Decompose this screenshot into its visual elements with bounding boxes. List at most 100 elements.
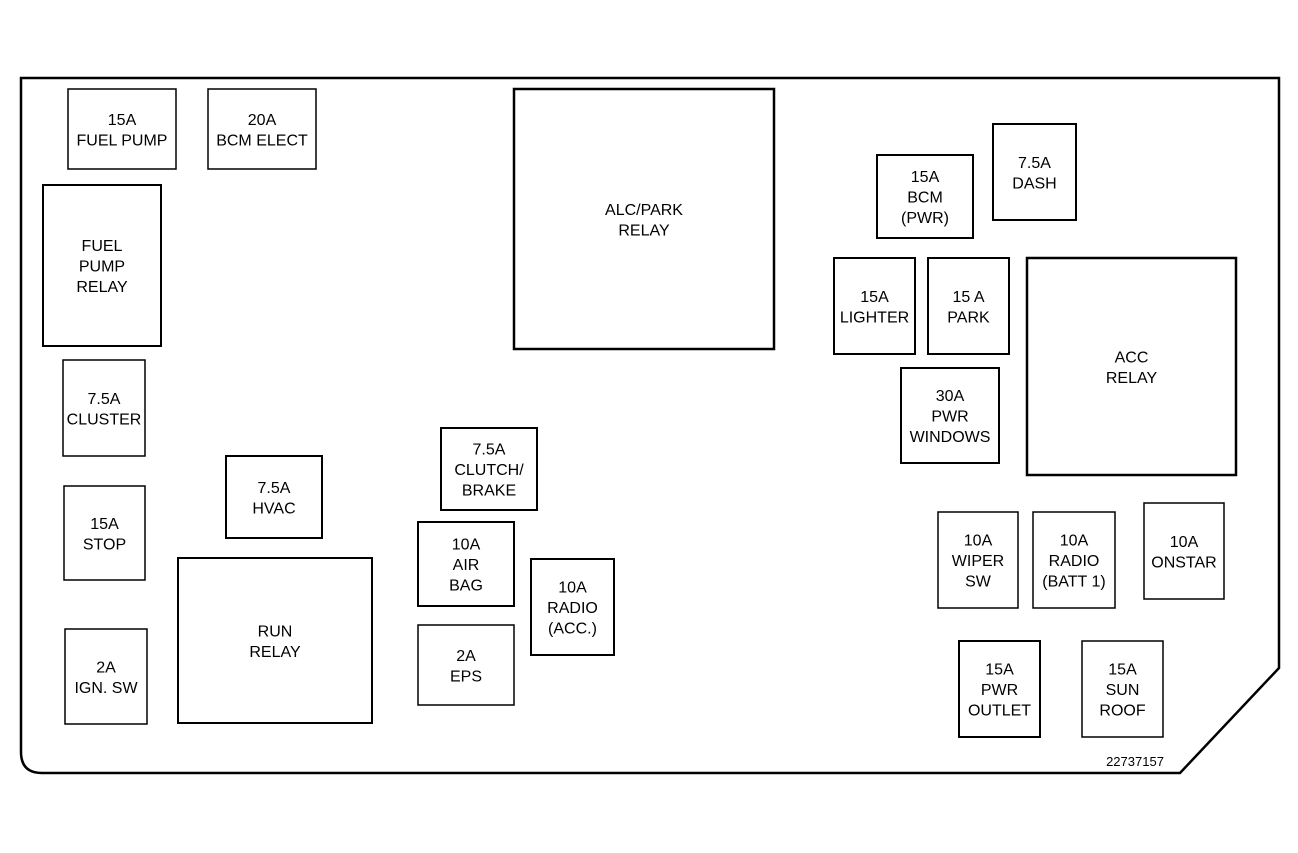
clutch-brake-fuse-box xyxy=(440,427,538,511)
clutch-brake-fuse-label-line: CLUTCH/ xyxy=(454,462,524,479)
alc-park-relay-label-line: RELAY xyxy=(618,222,670,239)
onstar-fuse-label-line: ONSTAR xyxy=(1151,554,1216,571)
drawing-number: 22737157 xyxy=(1106,754,1164,769)
sun-roof-fuse-box xyxy=(1081,640,1164,738)
bcm-pwr-fuse-label-line: 15A xyxy=(911,169,940,186)
bcm-pwr-fuse-label-line: (PWR) xyxy=(901,210,949,227)
hvac-fuse-box xyxy=(225,455,323,539)
stop-fuse: 15A STOP xyxy=(63,485,146,581)
lighter-fuse-box xyxy=(833,257,916,355)
wiper-sw-fuse: 10A WIPER SW xyxy=(937,511,1019,609)
cluster-fuse-label-line: CLUSTER xyxy=(67,411,142,428)
air-bag-fuse-label-line: BAG xyxy=(449,578,483,595)
radio-batt1-fuse-label-line: (BATT 1) xyxy=(1042,574,1105,591)
dash-fuse-label-line: DASH xyxy=(1012,175,1056,192)
onstar-fuse-box xyxy=(1143,502,1225,600)
hvac-fuse-label-line: HVAC xyxy=(252,500,295,517)
fuel-pump-relay: FUEL PUMP RELAY xyxy=(42,184,162,347)
dash-fuse-label-line: 7.5A xyxy=(1018,155,1051,172)
sun-roof-fuse-label-line: 15A xyxy=(1108,662,1137,679)
wiper-sw-fuse-label-line: WIPER xyxy=(952,553,1004,570)
fuel-pump-fuse-label-line: FUEL PUMP xyxy=(77,132,168,149)
eps-fuse-label-line: EPS xyxy=(450,668,482,685)
eps-fuse-box xyxy=(417,624,515,706)
alc-park-relay-box xyxy=(512,87,776,351)
components-layer: 15A FUEL PUMP 20A BCM ELECT ALC/PARK RELAY 15A… xyxy=(42,87,1238,738)
fuel-pump-fuse-label-line: 15A xyxy=(108,112,137,129)
ign-sw-fuse-box xyxy=(64,628,148,725)
bcm-pwr-fuse-box xyxy=(876,154,974,239)
acc-relay-box xyxy=(1025,256,1238,477)
ign-sw-fuse-label-line: 2A xyxy=(96,659,116,676)
sun-roof-fuse-label-line: ROOF xyxy=(1099,703,1145,720)
onstar-fuse: 10A ONSTAR xyxy=(1143,502,1225,600)
acc-relay-label-line: RELAY xyxy=(1106,370,1158,387)
cluster-fuse-label-line: 7.5A xyxy=(88,391,121,408)
pwr-outlet-fuse-label-line: PWR xyxy=(981,682,1018,699)
run-relay-label-line: RELAY xyxy=(249,644,301,661)
fuel-pump-relay-label-line: RELAY xyxy=(76,279,128,296)
radio-acc-fuse-label-line: RADIO xyxy=(547,600,598,617)
stop-fuse-label-line: STOP xyxy=(83,536,126,553)
wiper-sw-fuse-label-line: SW xyxy=(965,574,992,591)
radio-acc-fuse-box xyxy=(530,558,615,656)
wiper-sw-fuse-label-line: 10A xyxy=(964,533,993,550)
acc-relay: ACC RELAY xyxy=(1025,256,1238,477)
wiper-sw-fuse-box xyxy=(937,511,1019,609)
radio-batt1-fuse-label-line: 10A xyxy=(1060,533,1089,550)
lighter-fuse-label-line: 15A xyxy=(860,289,889,306)
lighter-fuse: 15A LIGHTER xyxy=(833,257,916,355)
dash-fuse: 7.5A DASH xyxy=(992,123,1077,221)
radio-acc-fuse: 10A RADIO (ACC.) xyxy=(530,558,615,656)
clutch-brake-fuse-label-line: BRAKE xyxy=(462,483,516,500)
sun-roof-fuse-label-line: SUN xyxy=(1106,682,1140,699)
bcm-elect-fuse-label-line: BCM ELECT xyxy=(216,132,308,149)
sun-roof-fuse: 15A SUN ROOF xyxy=(1081,640,1164,738)
park-fuse: 15 A PARK xyxy=(927,257,1010,355)
hvac-fuse: 7.5A HVAC xyxy=(225,455,323,539)
lighter-fuse-label-line: LIGHTER xyxy=(840,309,909,326)
pwr-outlet-fuse-label-line: 15A xyxy=(985,662,1014,679)
fuel-pump-relay-box xyxy=(42,184,162,347)
pwr-outlet-fuse-label-line: OUTLET xyxy=(968,703,1031,720)
acc-relay-label-line: ACC xyxy=(1115,349,1149,366)
run-relay-label-line: RUN xyxy=(258,623,293,640)
bcm-elect-fuse-box xyxy=(207,88,317,170)
eps-fuse: 2A EPS xyxy=(417,624,515,706)
pwr-windows-fuse-label-line: 30A xyxy=(936,388,965,405)
pwr-outlet-fuse: 15A PWR OUTLET xyxy=(958,640,1041,738)
pwr-windows-fuse-label-line: PWR xyxy=(931,409,968,426)
stop-fuse-box xyxy=(63,485,146,581)
eps-fuse-label-line: 2A xyxy=(456,648,476,665)
fuel-pump-relay-label-line: FUEL xyxy=(82,238,123,255)
park-fuse-label-line: 15 A xyxy=(952,289,984,306)
park-fuse-label-line: PARK xyxy=(947,309,990,326)
hvac-fuse-label-line: 7.5A xyxy=(258,480,291,497)
bcm-elect-fuse: 20A BCM ELECT xyxy=(207,88,317,170)
radio-acc-fuse-label-line: 10A xyxy=(558,580,587,597)
ign-sw-fuse-label-line: IGN. SW xyxy=(74,680,138,697)
dash-fuse-box xyxy=(992,123,1077,221)
stop-fuse-label-line: 15A xyxy=(90,516,119,533)
run-relay: RUN RELAY xyxy=(177,557,373,724)
air-bag-fuse-label-line: 10A xyxy=(452,537,481,554)
bcm-pwr-fuse-label-line: BCM xyxy=(907,190,943,207)
pwr-windows-fuse-label-line: WINDOWS xyxy=(910,429,991,446)
radio-acc-fuse-label-line: (ACC.) xyxy=(548,621,597,638)
cluster-fuse-box xyxy=(62,359,146,457)
run-relay-box xyxy=(177,557,373,724)
pwr-windows-fuse-box xyxy=(900,367,1000,464)
ign-sw-fuse: 2A IGN. SW xyxy=(64,628,148,725)
bcm-elect-fuse-label-line: 20A xyxy=(248,112,277,129)
air-bag-fuse-box xyxy=(417,521,515,607)
fuel-pump-relay-label-line: PUMP xyxy=(79,259,125,276)
pwr-outlet-fuse-box xyxy=(958,640,1041,738)
radio-batt1-fuse-box xyxy=(1032,511,1116,609)
cluster-fuse: 7.5A CLUSTER xyxy=(62,359,146,457)
onstar-fuse-label-line: 10A xyxy=(1170,534,1199,551)
air-bag-fuse-label-line: AIR xyxy=(453,557,480,574)
alc-park-relay-label-line: ALC/PARK xyxy=(605,202,683,219)
bcm-pwr-fuse: 15A BCM (PWR) xyxy=(876,154,974,239)
